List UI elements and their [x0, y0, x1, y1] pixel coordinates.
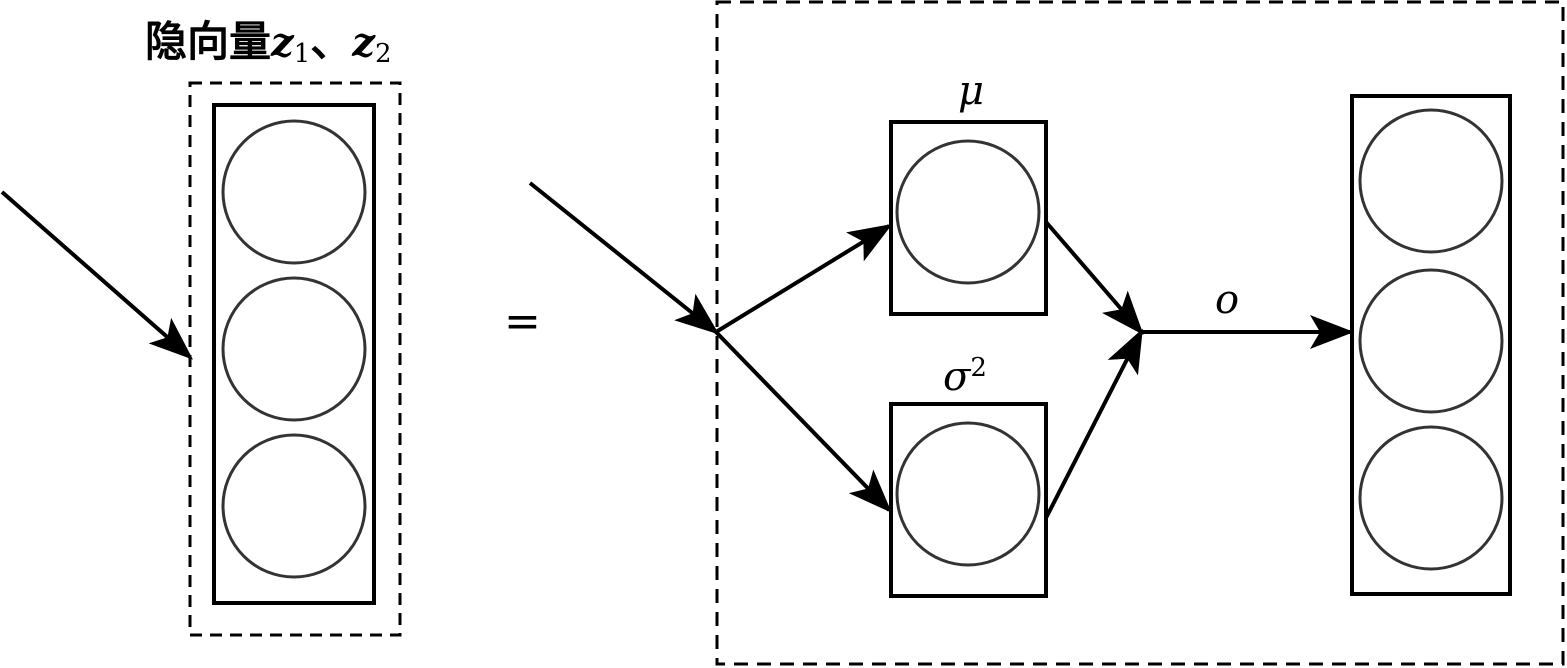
- sigma-label: σ2: [943, 353, 987, 400]
- sigma-to-sample-arrow: [1044, 328, 1143, 519]
- title-sub-2: 2: [375, 39, 392, 69]
- latent-dashed-frame: [188, 81, 402, 637]
- mu-node: [895, 139, 1041, 285]
- title-label: 隐向量z1、z2: [145, 17, 392, 69]
- to-sigma-arrow: [714, 330, 892, 513]
- to-mu-arrow: [714, 223, 893, 334]
- equals-sign: =: [504, 296, 541, 347]
- expanded-dashed-frame: [715, 0, 1565, 666]
- sigma-node: [895, 421, 1041, 567]
- output-vector-box: [1350, 94, 1512, 596]
- sigma-box: [889, 402, 1048, 598]
- title-var-2: z: [351, 19, 376, 66]
- mu-to-sample-arrow: [1044, 220, 1144, 336]
- o-label: o: [1215, 277, 1239, 323]
- sigma-symbol: σ: [943, 354, 972, 400]
- mu-label: μ: [958, 68, 984, 114]
- title-sub-1: 1: [294, 39, 311, 69]
- sigma-superscript: 2: [970, 353, 987, 383]
- latent-node-1: [221, 119, 367, 265]
- latent-input-arrow: [0, 190, 194, 360]
- latent-vector-box: [212, 103, 376, 605]
- output-node-3: [1358, 425, 1504, 571]
- latent-node-2: [221, 276, 367, 422]
- output-node-2: [1358, 268, 1504, 414]
- expanded-input-arrow: [528, 181, 720, 335]
- title-separator: 、: [310, 17, 352, 66]
- title-chinese: 隐向量: [145, 17, 271, 66]
- output-node-1: [1358, 108, 1504, 254]
- mu-box: [889, 120, 1048, 316]
- latent-node-3: [221, 433, 367, 579]
- title-var-1: z: [270, 19, 295, 66]
